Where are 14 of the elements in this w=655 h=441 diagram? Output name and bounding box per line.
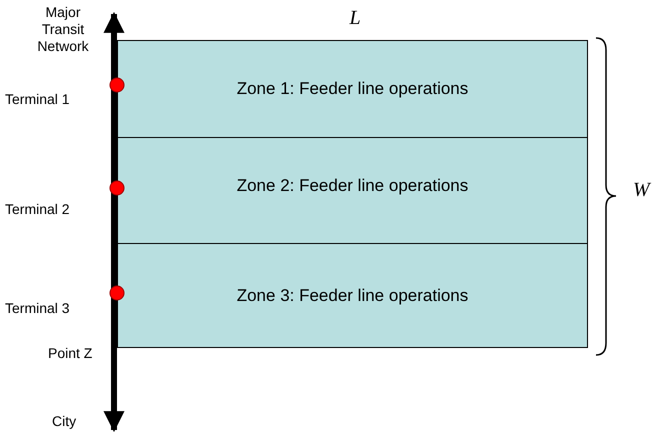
terminal-label: Terminal 2 (5, 201, 71, 218)
zone-box (117, 40, 588, 138)
terminal-label: Terminal 3 (5, 300, 71, 317)
width-label: W (633, 182, 652, 199)
zone-title: Zone 1: Feeder line operations (236, 79, 468, 99)
zone-box (117, 137, 588, 244)
city-label: City (52, 413, 78, 430)
network-label: Major Transit Network (36, 4, 90, 55)
point-label: Point Z (48, 345, 94, 362)
zone-title: Zone 2: Feeder line operations (236, 176, 468, 196)
length-label: L (348, 10, 362, 27)
terminal-label: Terminal 1 (5, 91, 71, 108)
zone-box (117, 243, 588, 348)
zone-title: Zone 3: Feeder line operations (236, 286, 468, 306)
